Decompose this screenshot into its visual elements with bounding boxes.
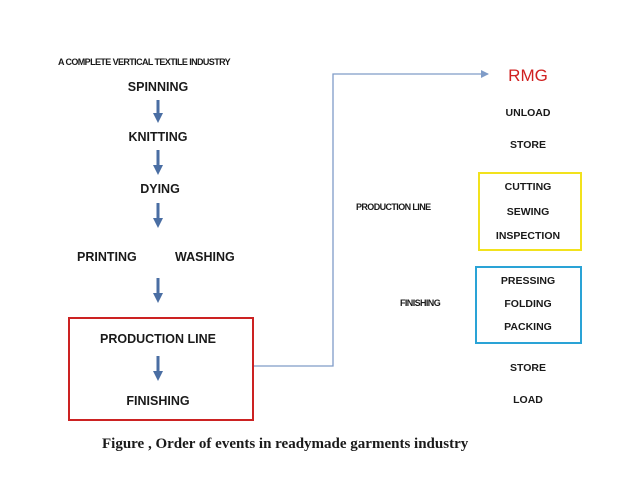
step-inspection: INSPECTION [495, 230, 561, 242]
arrow-washing-production [153, 278, 163, 303]
step-washing: WASHING [175, 250, 235, 264]
finishing-label: FINISHING [400, 298, 441, 308]
step-folding: FOLDING [504, 298, 552, 310]
down-arrows [153, 100, 163, 381]
finishing-steps-box [475, 266, 582, 344]
connector-to-rmg [254, 70, 489, 367]
diagram-title: A COMPLETE VERTICAL TEXTILE INDUSTRY [58, 57, 231, 67]
step-finishing: FINISHING [126, 394, 190, 408]
step-knitting: KNITTING [128, 130, 188, 144]
production-steps-box [478, 172, 582, 251]
step-dying: DYING [140, 182, 180, 196]
figure-caption: Figure , Order of events in readymade ga… [102, 436, 469, 452]
step-pressing: PRESSING [500, 275, 556, 287]
step-spinning: SPINNING [127, 80, 189, 94]
step-load: LOAD [513, 394, 543, 406]
arrow-production-finishing [153, 356, 163, 381]
step-store-top: STORE [510, 139, 546, 151]
rmg-label: RMG [508, 66, 548, 85]
arrow-spinning-knitting [153, 100, 163, 123]
step-unload: UNLOAD [505, 107, 551, 119]
step-sewing: SEWING [506, 206, 550, 218]
step-cutting: CUTTING [504, 181, 552, 193]
step-store-bottom: STORE [510, 362, 546, 374]
production-finishing-box [68, 317, 254, 421]
step-printing: PRINTING [77, 250, 137, 264]
arrow-knitting-dying [153, 150, 163, 175]
production-line-label: PRODUCTION LINE [356, 202, 431, 212]
step-production-line: PRODUCTION LINE [100, 332, 216, 346]
step-packing: PACKING [504, 321, 552, 333]
arrow-dying-printing [153, 203, 163, 228]
